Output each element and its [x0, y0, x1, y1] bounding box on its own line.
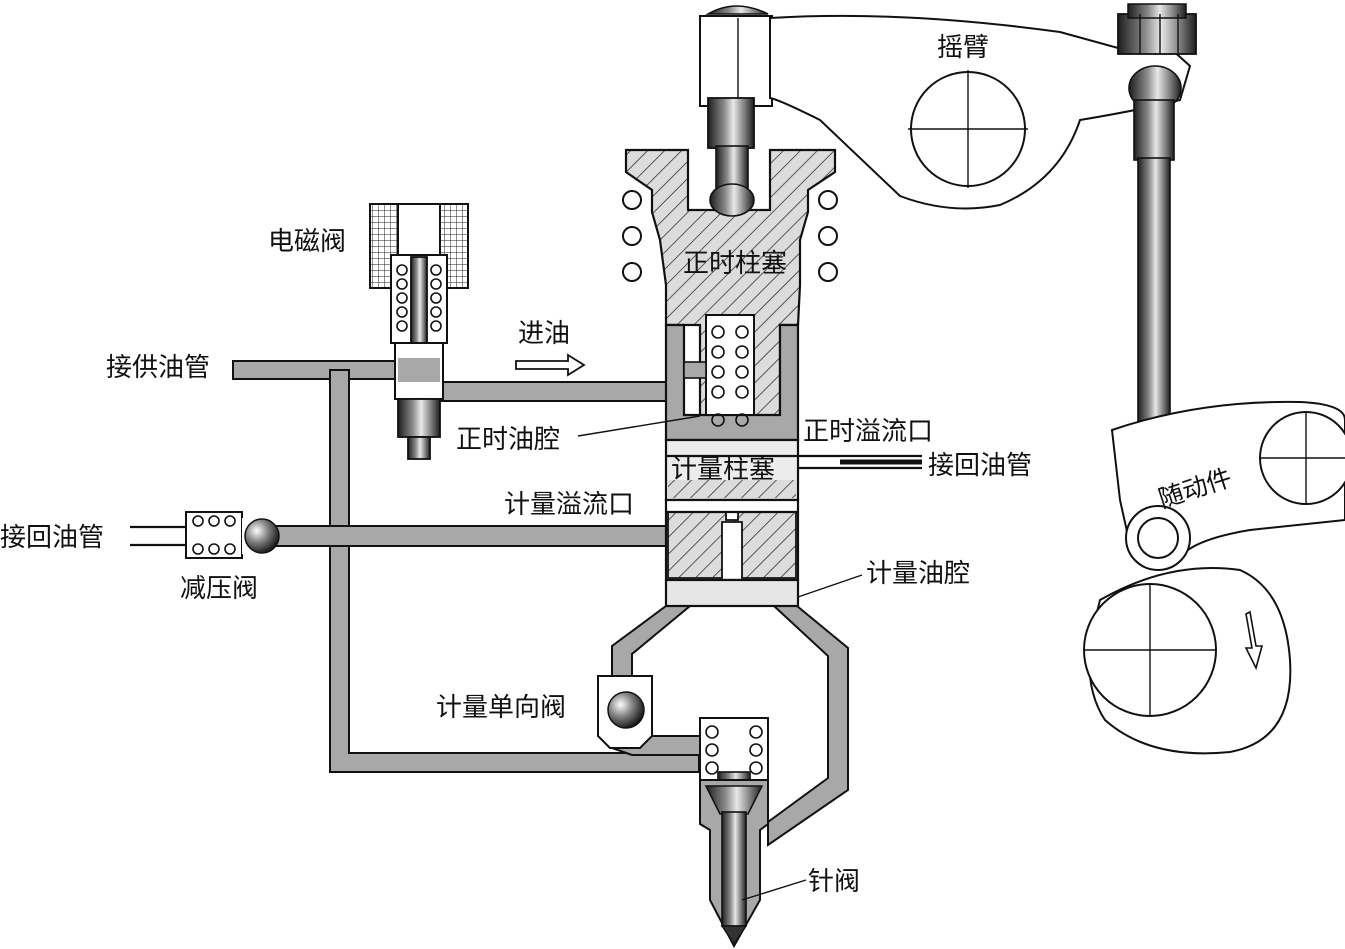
check-valve-feed-passage	[611, 605, 693, 677]
label-metering-check-valve: 计量单向阀	[436, 693, 566, 723]
label-metering-overflow: 计量溢流口	[504, 490, 634, 520]
leader-lines	[577, 415, 863, 901]
nozzle	[699, 717, 769, 949]
rocker-arm	[769, 3, 1197, 210]
push-rod	[1128, 65, 1182, 439]
pressure-relief-valve	[130, 511, 280, 559]
label-rocker-arm: 摇臂	[937, 33, 989, 63]
relief-ball	[244, 518, 280, 554]
label-timing-overflow: 正时溢流口	[803, 417, 933, 447]
label-metering-chamber: 计量油腔	[866, 559, 970, 589]
follower	[1110, 400, 1345, 571]
label-return-pipe-right: 接回油管	[928, 451, 1032, 481]
label-timing-plunger: 正时柱塞	[683, 249, 787, 279]
label-needle-valve: 针阀	[808, 867, 860, 897]
needle-valve	[721, 811, 747, 927]
metering-check-valve	[597, 675, 653, 749]
label-metering-plunger: 计量柱塞	[671, 455, 775, 485]
label-pressure-relief-valve: 减压阀	[180, 574, 258, 604]
metering-chamber	[664, 578, 800, 608]
injector-body	[622, 5, 922, 608]
inlet-passage	[419, 381, 667, 402]
oil-in-arrow-icon	[515, 353, 586, 377]
solenoid-valve	[369, 203, 469, 460]
label-solenoid-valve: 电磁阀	[268, 227, 346, 257]
nozzle-feed-passage	[767, 605, 849, 847]
supply-pipe-passage	[232, 360, 421, 380]
label-supply-pipe: 接供油管	[106, 353, 210, 383]
label-timing-chamber: 正时油腔	[456, 425, 560, 455]
label-return-pipe-left: 接回油管	[0, 523, 104, 553]
labels: 摇臂 电磁阀 正时柱塞 进油 接供油管 正时油腔 正时溢流口 接回油管 计量柱塞…	[0, 33, 1235, 897]
label-oil-in: 进油	[518, 319, 570, 349]
cam	[1083, 567, 1292, 755]
rotation-arrow-icon	[1244, 610, 1264, 671]
metering-overflow-passage	[269, 525, 667, 547]
